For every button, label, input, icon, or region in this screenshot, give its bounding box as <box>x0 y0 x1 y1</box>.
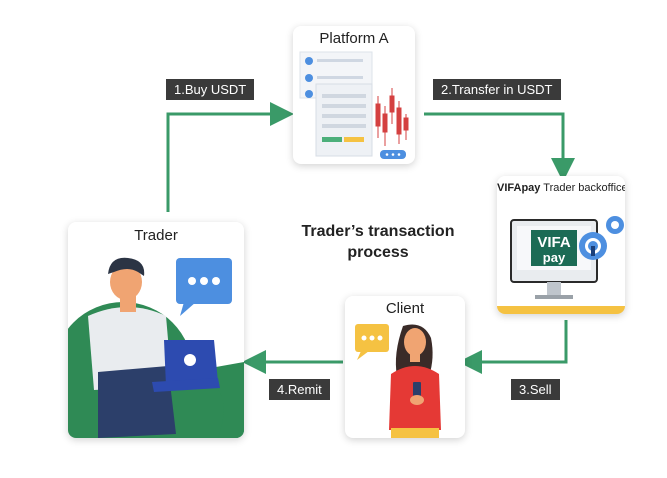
backoffice-label: VIFApay Trader backoffice <box>497 182 625 194</box>
check-icon <box>305 90 313 98</box>
arrow-transfer <box>424 112 575 182</box>
client-label: Client <box>385 300 425 317</box>
step-buy-label: 1.Buy USDT <box>166 79 255 100</box>
step-sell-label: 3.Sell <box>511 379 560 400</box>
diagram-title-line2: process <box>347 244 409 261</box>
arrow-buy <box>166 102 294 212</box>
small-gear-icon <box>606 216 624 234</box>
monitor-illustration <box>497 216 625 314</box>
backoffice-label-text: Trader backoffice <box>540 182 625 194</box>
step-transfer-label: 2.Transfer in USDT <box>433 79 561 100</box>
check-icon <box>305 74 313 82</box>
vifa-logo: VIFA pay <box>533 235 575 265</box>
diagram-title-line1: Trader’s transaction <box>301 223 455 240</box>
step-remit-label: 4.Remit <box>269 379 330 400</box>
client-card: Client <box>345 296 465 438</box>
platform-card: Platform A <box>293 26 415 164</box>
diagram-title: Trader’s transaction process <box>290 221 466 263</box>
gear-icon <box>579 232 607 260</box>
platform-illustration <box>299 51 409 159</box>
backoffice-card: VIFApay Trader backoffice VIFA pay <box>497 176 625 314</box>
arrow-sell <box>458 320 568 374</box>
client-illustration <box>355 324 441 438</box>
vifa-logo-line2: pay <box>542 250 566 265</box>
trader-label: Trader <box>134 227 178 244</box>
trader-illustration <box>68 257 244 438</box>
vifa-logo-line1: VIFA <box>537 234 571 251</box>
check-icon <box>305 57 313 65</box>
platform-label: Platform A <box>319 30 389 47</box>
backoffice-brand: VIFApay <box>497 182 541 194</box>
phone-icon <box>413 382 421 396</box>
trader-card: Trader <box>68 222 244 438</box>
